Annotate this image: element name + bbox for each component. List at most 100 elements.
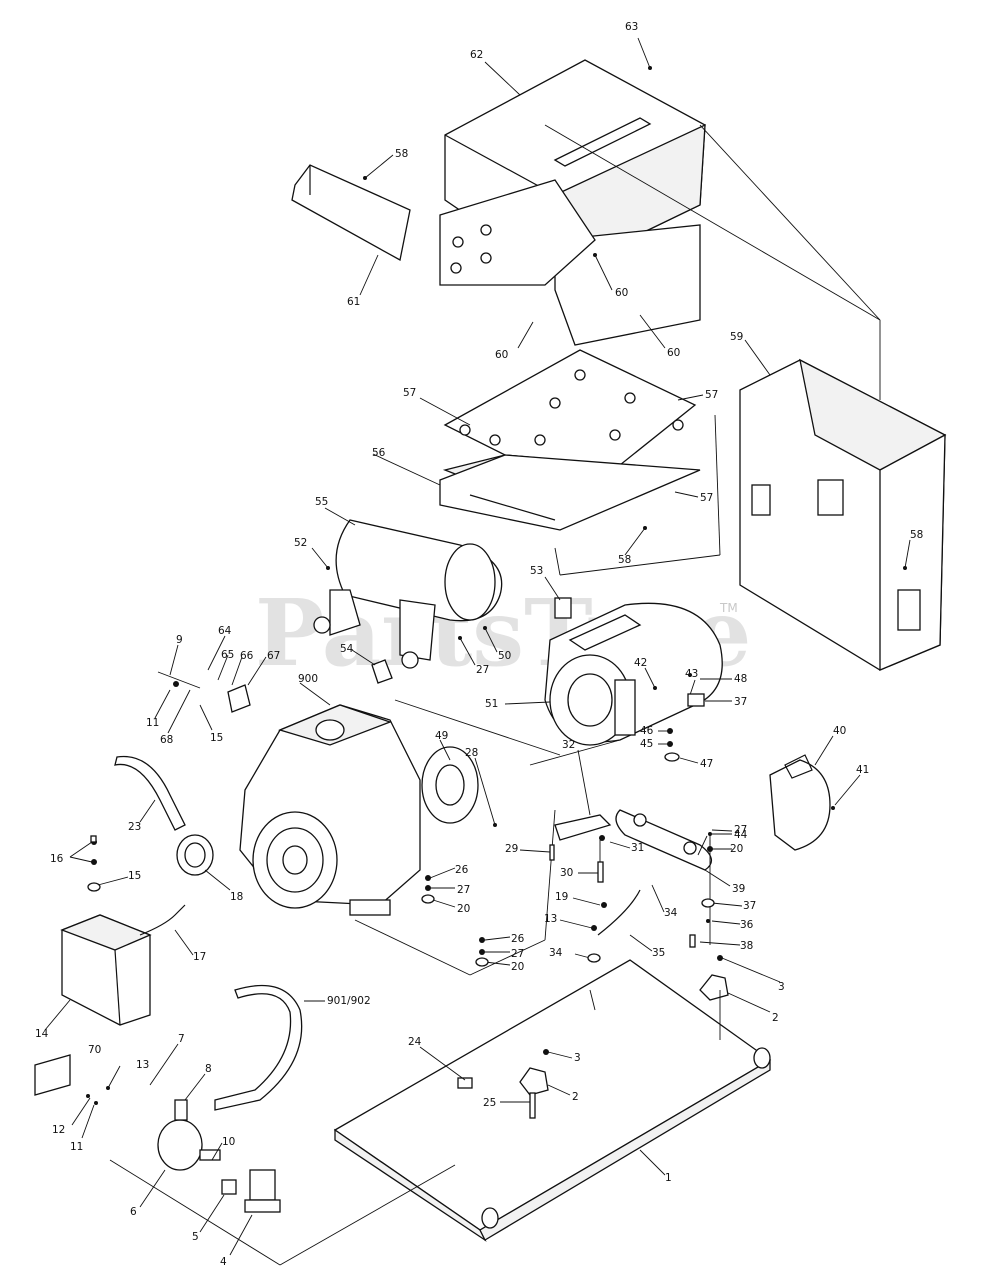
label-57-a: 57 xyxy=(403,387,416,399)
label-30: 30 xyxy=(560,867,573,879)
label-44: 44 xyxy=(734,829,748,841)
label-27-c: 27 xyxy=(457,884,470,896)
label-13-mid: 13 xyxy=(544,913,557,925)
part-14-battery xyxy=(60,914,152,1026)
label-11-left: 11 xyxy=(70,1141,83,1153)
label-2-right: 2 xyxy=(772,1012,779,1024)
label-28: 28 xyxy=(465,747,478,759)
label-64: 64 xyxy=(218,625,232,637)
label-23: 23 xyxy=(128,821,141,833)
part-59-rear-enclosure xyxy=(739,358,947,671)
part-55-muffler xyxy=(313,519,503,669)
label-901-902: 901/902 xyxy=(327,995,371,1007)
label-43: 43 xyxy=(685,668,698,680)
part-60-side-panel xyxy=(439,179,701,346)
part-2-mount xyxy=(519,974,729,1096)
part-18-intake-ring xyxy=(176,834,214,876)
label-900: 900 xyxy=(298,673,318,685)
part-5-fitting xyxy=(221,1179,237,1195)
label-7: 7 xyxy=(178,1033,185,1045)
label-20-b: 20 xyxy=(457,903,470,915)
label-46: 46 xyxy=(640,725,654,737)
label-10: 10 xyxy=(222,1136,235,1148)
label-52: 52 xyxy=(294,537,307,549)
label-12: 12 xyxy=(52,1124,65,1136)
watermark-trademark: TM xyxy=(719,601,738,615)
label-58-right: 58 xyxy=(910,529,923,541)
part-54-gasket xyxy=(371,659,393,684)
label-25: 25 xyxy=(483,1097,496,1109)
label-68: 68 xyxy=(160,734,173,746)
label-35: 35 xyxy=(652,947,665,959)
label-67: 67 xyxy=(267,650,280,662)
label-14: 14 xyxy=(35,1028,49,1040)
label-18: 18 xyxy=(230,891,243,903)
label-58-mid: 58 xyxy=(618,554,631,566)
part-70-label xyxy=(34,1054,71,1096)
label-27-b: 27 xyxy=(734,824,747,836)
label-13-left: 13 xyxy=(136,1059,149,1071)
part-39-rail xyxy=(615,809,712,871)
label-5: 5 xyxy=(192,1231,199,1243)
label-31: 31 xyxy=(631,842,644,854)
label-32: 32 xyxy=(562,739,575,751)
part-6-regulator xyxy=(157,1099,221,1171)
part-56-lower-tray xyxy=(439,454,701,531)
part-61-front-cover xyxy=(291,164,411,262)
label-6: 6 xyxy=(130,1206,137,1218)
label-60-b: 60 xyxy=(495,349,508,361)
label-37-top: 37 xyxy=(734,696,747,708)
label-57-c: 57 xyxy=(700,492,713,504)
label-55: 55 xyxy=(315,496,328,508)
label-47: 47 xyxy=(700,758,713,770)
label-56: 56 xyxy=(372,447,386,459)
label-27-a: 27 xyxy=(476,664,489,676)
part-4-solenoid xyxy=(244,1169,281,1213)
part-49-adapter-plate xyxy=(421,746,479,824)
label-50: 50 xyxy=(498,650,511,662)
label-53: 53 xyxy=(530,565,543,577)
label-65: 65 xyxy=(221,649,234,661)
label-26-b: 26 xyxy=(511,933,525,945)
label-8: 8 xyxy=(205,1063,212,1075)
label-41: 41 xyxy=(856,764,869,776)
label-63: 63 xyxy=(625,21,638,33)
label-60-a: 60 xyxy=(615,287,628,299)
label-70: 70 xyxy=(88,1044,101,1056)
label-20-c: 20 xyxy=(511,961,524,973)
label-20-a: 20 xyxy=(730,843,743,855)
label-4: 4 xyxy=(220,1256,227,1268)
label-16: 16 xyxy=(50,853,64,865)
label-9: 9 xyxy=(176,634,183,646)
part-900-engine xyxy=(239,704,421,916)
label-39: 39 xyxy=(732,883,745,895)
label-1: 1 xyxy=(665,1172,672,1184)
label-3-right: 3 xyxy=(778,981,785,993)
label-51: 51 xyxy=(485,698,498,710)
label-40: 40 xyxy=(833,725,846,737)
label-38: 38 xyxy=(740,940,753,952)
label-34-b: 34 xyxy=(549,947,563,959)
part-24-label xyxy=(457,1077,473,1089)
label-36: 36 xyxy=(740,919,754,931)
label-3-mid: 3 xyxy=(574,1052,581,1064)
label-24: 24 xyxy=(408,1036,422,1048)
label-62: 62 xyxy=(470,49,483,61)
label-60-c: 60 xyxy=(667,347,680,359)
label-49: 49 xyxy=(435,730,448,742)
callout-labels: 63 62 58 61 60 60 60 59 57 57 56 57 58 5… xyxy=(35,21,923,1268)
part-23-hose xyxy=(114,755,186,831)
label-59: 59 xyxy=(730,331,743,343)
part-32-bracket xyxy=(554,814,612,841)
label-66: 66 xyxy=(240,650,254,662)
part-35-ground-strap xyxy=(597,889,641,936)
label-27-d: 27 xyxy=(511,948,524,960)
label-15-left: 15 xyxy=(128,870,141,882)
label-19: 19 xyxy=(555,891,568,903)
label-11-top: 11 xyxy=(146,717,159,729)
label-57-b: 57 xyxy=(705,389,718,401)
label-26-a: 26 xyxy=(455,864,469,876)
part-1-base-frame xyxy=(333,959,772,1242)
